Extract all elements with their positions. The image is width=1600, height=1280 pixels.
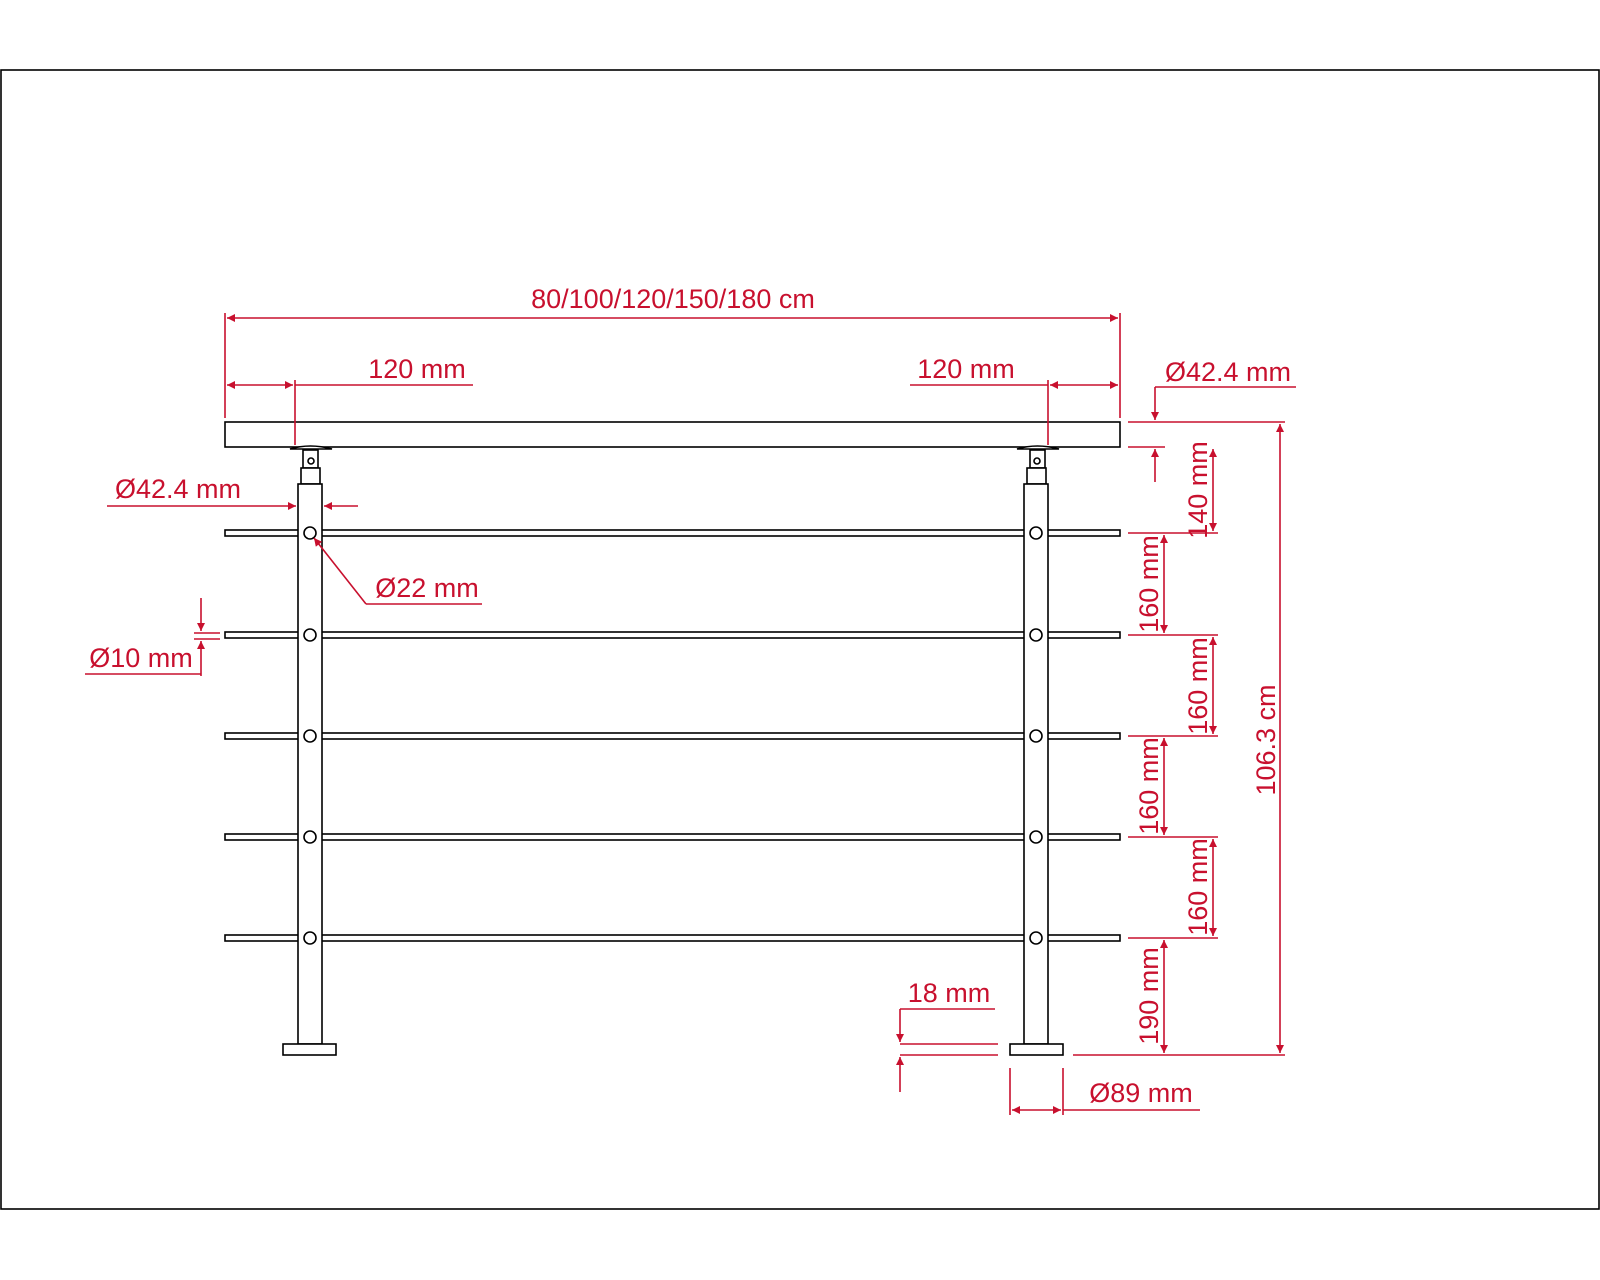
total-length-label: 80/100/120/150/180 cm [531, 284, 815, 314]
total-height-label: 106.3 cm [1251, 684, 1281, 795]
left-base-plate [282, 1043, 337, 1056]
drawing-border [0, 69, 1600, 1210]
rod-1 [224, 529, 1121, 537]
gap-1-label: 160 mm [1134, 535, 1164, 633]
rod-holes [303, 526, 1043, 945]
dimensions: 80/100/120/150/180 cm 120 mm 120 mm Ø42.… [85, 284, 1296, 1115]
right-post-hole-4 [1029, 830, 1043, 844]
left-post-hole-1 [303, 526, 317, 540]
left-post-hole-4 [303, 830, 317, 844]
rods [224, 529, 1121, 942]
base-plate-thickness-label: 18 mm [908, 978, 991, 1008]
right-overhang-label: 120 mm [917, 354, 1015, 384]
right-post-hole-2 [1029, 628, 1043, 642]
gap-4-label: 160 mm [1183, 838, 1213, 936]
left-overhang-label: 120 mm [368, 354, 466, 384]
handrail [224, 421, 1121, 448]
gap-chain: 140 mm 160 mm 160 mm 160 mm 160 mm 190 m… [1128, 441, 1218, 1053]
right-post-hole-3 [1029, 729, 1043, 743]
rod-3 [224, 732, 1121, 740]
rod-5 [224, 934, 1121, 942]
rod-2 [224, 631, 1121, 639]
right-post-hole-5 [1029, 931, 1043, 945]
gap-bottom-label: 190 mm [1134, 947, 1164, 1045]
rod-4 [224, 833, 1121, 841]
gap-3-label: 160 mm [1134, 737, 1164, 835]
rod-diameter-label: Ø10 mm [89, 643, 193, 673]
railing [224, 421, 1121, 1056]
left-post-hole-2 [303, 628, 317, 642]
right-base-plate [1009, 1043, 1064, 1056]
rod-hole-diameter-label: Ø22 mm [375, 573, 479, 603]
right-handrail-bracket [1016, 445, 1060, 485]
handrail-diameter-label: Ø42.4 mm [1165, 357, 1291, 387]
post-diameter-label: Ø42.4 mm [115, 474, 241, 504]
left-post-hole-3 [303, 729, 317, 743]
gap-top-label: 140 mm [1183, 441, 1213, 539]
base-plate-diameter-label: Ø89 mm [1089, 1078, 1193, 1108]
gap-2-label: 160 mm [1183, 637, 1213, 735]
right-post [1023, 483, 1049, 1045]
left-post [297, 483, 323, 1045]
left-post-hole-5 [303, 931, 317, 945]
right-post-hole-1 [1029, 526, 1043, 540]
left-handrail-bracket [289, 445, 333, 485]
